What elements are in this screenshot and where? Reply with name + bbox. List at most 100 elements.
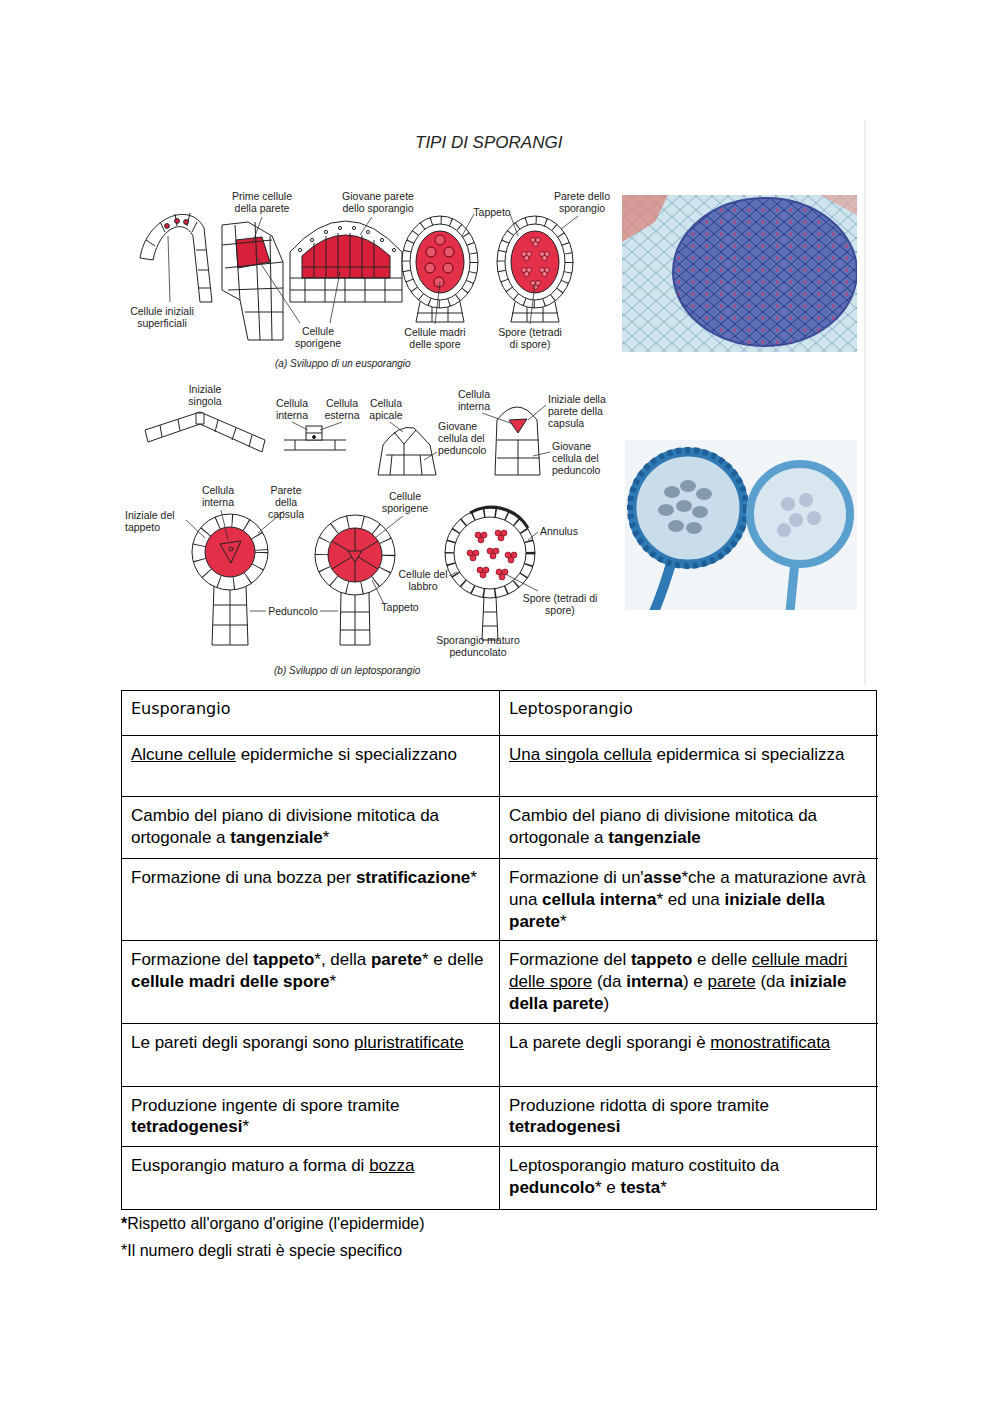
illustration-part [470, 555, 476, 561]
illustration-part [352, 226, 355, 229]
illustration-part [508, 557, 514, 563]
illustration-part [658, 504, 674, 516]
illustration-part [175, 219, 180, 224]
text-run: cellula interna [542, 890, 656, 909]
figure-label: Iniziale del tappeto [125, 509, 185, 533]
illustration-part [290, 233, 402, 302]
illustration-part [160, 419, 252, 447]
illustration-part [392, 248, 395, 251]
illustration-part [478, 537, 484, 543]
text-run: epidermica si specializza [652, 745, 845, 764]
illustration-part [212, 586, 248, 645]
text-run: Le pareti degli sporangi sono [131, 1033, 354, 1052]
figure-label: Annulus [540, 525, 590, 537]
illustration-part [505, 224, 565, 300]
illustration-part [340, 592, 370, 645]
illustration-part [338, 226, 341, 229]
text-run: La parete degli sporangi è [509, 1033, 710, 1052]
illustration-part [252, 217, 262, 244]
illustration-part [680, 480, 696, 492]
figure-label: Cellule madri delle spore [395, 326, 475, 350]
illustration-part [497, 440, 540, 475]
illustration-part [449, 572, 457, 576]
text-run: * [242, 1117, 249, 1136]
comparison-table: EusporangioLeptosporangioAlcune cellule … [121, 690, 877, 1210]
illustration-part [454, 517, 526, 589]
illustration-part [390, 422, 403, 432]
text-run: Formazione del [509, 950, 631, 969]
illustration-part [313, 436, 316, 439]
table-cell: Produzione ridotta di spore tramite tetr… [500, 1087, 878, 1148]
illustration-part [310, 238, 313, 241]
illustration-part [320, 422, 342, 430]
figure-label: Spore (tetradi di spore) [495, 326, 565, 350]
illustration-part [542, 256, 547, 261]
table-cell: Formazione del tappeto e delle cellule m… [500, 941, 878, 1023]
figure-label: Cellula esterna [320, 397, 365, 421]
table-cell: Le pareti degli sporangi sono pluristrat… [122, 1024, 500, 1087]
illustration-part [222, 222, 283, 340]
footnote: *Rispetto all'organo d'origine (l'epider… [121, 1214, 425, 1234]
table-cell: Formazione del tappeto*, della parete* e… [122, 941, 500, 1023]
text-run: Eusporangio maturo a forma di [131, 1156, 369, 1175]
illustration-part [542, 272, 547, 277]
figure-label: Spore (tetradi di spore) [520, 592, 600, 616]
illustration-part [322, 522, 389, 589]
figure-label: Cellula interna [196, 484, 241, 508]
figure-label: Parete della capsula [259, 484, 314, 520]
illustration-part [622, 195, 668, 242]
illustration-part [445, 508, 535, 598]
text-run: Formazione di un' [509, 868, 644, 887]
illustration-part [196, 413, 204, 424]
illustration-part [482, 413, 513, 424]
text-run: testa [620, 1178, 660, 1197]
text-run: ) [604, 994, 610, 1013]
text-run: * [329, 972, 336, 991]
table-cell: Leptosporangio [500, 691, 878, 736]
text-run: ) e [683, 972, 708, 991]
text-run: e delle [692, 950, 752, 969]
illustration-part [340, 594, 370, 645]
text-run: Eusporangio [131, 699, 230, 718]
illustration-part [777, 493, 821, 537]
illustration-part [467, 530, 517, 580]
illustration-part [533, 242, 538, 247]
table-cell: La parete degli sporangi è monostratific… [500, 1024, 878, 1087]
illustration-part [213, 590, 248, 645]
illustration-part [676, 500, 692, 512]
illustration-part [328, 528, 382, 582]
footnote: *Il numero degli strati è specie specifi… [121, 1241, 402, 1261]
illustration-part [145, 412, 265, 452]
figure-title: TIPI DI SPORANGI [415, 133, 562, 153]
text-run: epidermiche si specializzano [236, 745, 457, 764]
text-run: monostratificata [710, 1033, 830, 1052]
illustration-part [426, 247, 436, 257]
illustration-part [424, 452, 437, 460]
illustration-part [146, 213, 210, 288]
figure-label: (a) Sviluppo di un eusporangio [275, 358, 495, 370]
illustration-part [462, 214, 474, 236]
illustration-part [533, 452, 550, 456]
figure-label: Cellula apicale [364, 397, 409, 421]
figure-label: Cellule del labbro [398, 568, 448, 592]
illustration-part [435, 235, 445, 245]
illustration-part [497, 216, 573, 308]
text-run: (da [756, 972, 790, 991]
illustration-part [668, 520, 684, 532]
illustration-part [509, 419, 527, 433]
illustration-part [658, 480, 712, 534]
text-run: parete [707, 972, 755, 991]
illustration-part [510, 214, 518, 236]
table-cell: Cambio del piano di divisione mitotica d… [122, 797, 500, 859]
text-run: *, della [314, 950, 371, 969]
figure-label: Cellula interna [452, 388, 497, 412]
illustration-part [820, 195, 857, 215]
illustration-part [250, 611, 266, 612]
figure-label: Iniziale della parete della capsula [548, 393, 618, 429]
figure-label: Cellule iniziali superficiali [122, 305, 202, 329]
text-run: * [560, 912, 567, 931]
illustration-part [332, 528, 378, 582]
text-run: Leptosporangio [509, 699, 633, 718]
figure-label: Giovane parete dello sporangio [333, 190, 423, 214]
figure-label: Sporangio maturo peduncolato [433, 634, 523, 658]
